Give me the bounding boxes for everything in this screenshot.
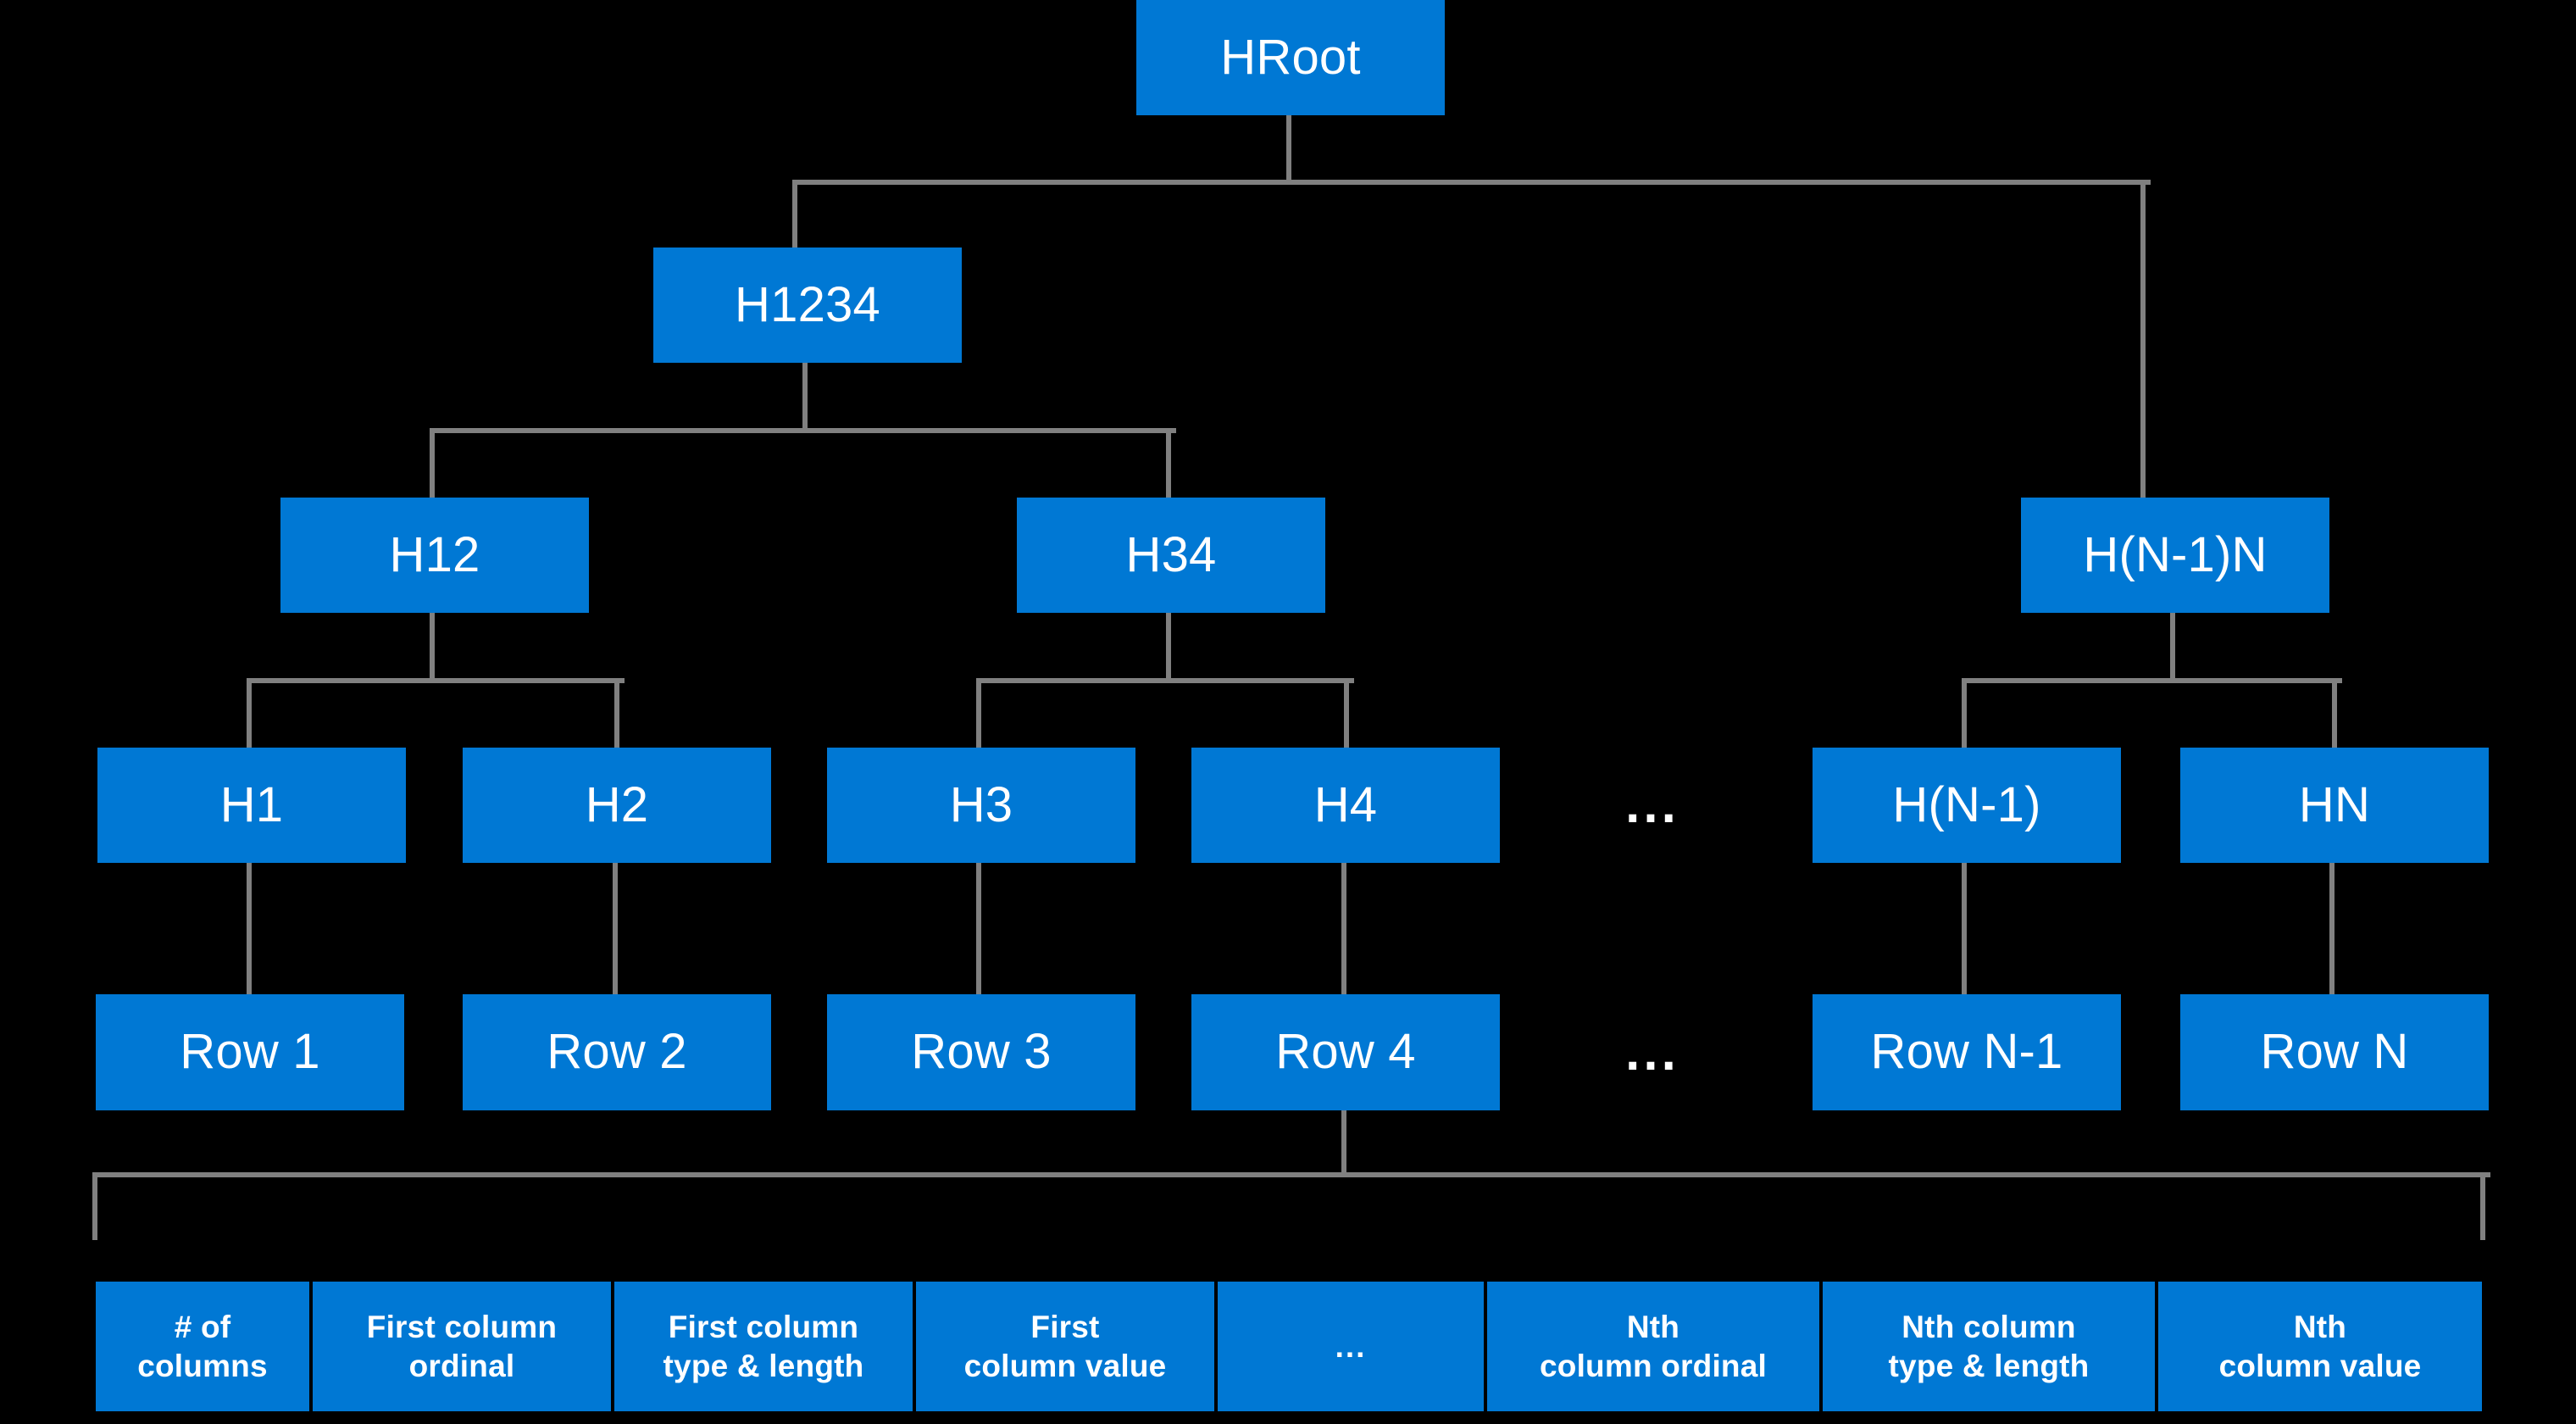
field-box-label: First column ordinal <box>366 1310 558 1383</box>
field-box-nth-ordinal[interactable]: Nth column ordinal <box>1487 1282 1819 1411</box>
node-h1[interactable]: H1 <box>97 748 406 863</box>
connector-hn1n-bar <box>1962 678 2342 683</box>
connector-h1234-stem <box>802 360 808 428</box>
field-box-label: Nth column value <box>2218 1310 2422 1383</box>
connector-h12-drop-left <box>247 678 252 748</box>
node-row-4[interactable]: Row 4 <box>1191 994 1500 1110</box>
connector-hn1n-drop-right <box>2332 678 2337 748</box>
connector-h12-bar <box>247 678 625 683</box>
connector-root-drop-right <box>2140 180 2146 498</box>
field-box-label: Nth column type & length <box>1888 1310 2090 1383</box>
field-box-label: ... <box>1335 1328 1367 1364</box>
connector-h1234-drop-right <box>1166 428 1171 498</box>
connector-leaf-to-row-4 <box>1341 863 1346 997</box>
connector-h34-drop-right <box>1344 678 1349 748</box>
connector-leaf-to-row-6 <box>2329 863 2334 997</box>
field-box-nth-type[interactable]: Nth column type & length <box>1823 1282 2155 1411</box>
connector-leaf-to-row-2 <box>613 863 618 997</box>
field-box-label: First column type & length <box>663 1310 864 1383</box>
node-hn[interactable]: HN <box>2180 748 2489 863</box>
field-box-label: # of columns <box>137 1310 268 1383</box>
node-hn-minus-1[interactable]: H(N-1) <box>1813 748 2121 863</box>
node-h1234[interactable]: H1234 <box>653 248 962 363</box>
field-box-first-value[interactable]: First column value <box>916 1282 1214 1411</box>
connector-root-stem <box>1286 113 1291 185</box>
connector-h12-drop-right <box>614 678 619 748</box>
node-hn1n[interactable]: H(N-1)N <box>2021 498 2329 613</box>
connector-fields-drop-right <box>2480 1172 2485 1240</box>
field-box-label: First column value <box>963 1310 1167 1383</box>
connector-fields-bar <box>92 1172 2490 1177</box>
node-h34[interactable]: H34 <box>1017 498 1325 613</box>
node-h4[interactable]: H4 <box>1191 748 1500 863</box>
connector-h1234-bar <box>430 428 1176 433</box>
connector-leaf-to-row-3 <box>976 863 981 997</box>
node-row-3[interactable]: Row 3 <box>827 994 1135 1110</box>
field-box-label: Nth column ordinal <box>1540 1310 1767 1383</box>
connector-leaf-to-row-5 <box>1962 863 1967 997</box>
field-box-num-columns[interactable]: # of columns <box>96 1282 309 1411</box>
node-row-n[interactable]: Row N <box>2180 994 2489 1110</box>
node-row-n-minus-1[interactable]: Row N-1 <box>1813 994 2121 1110</box>
field-box-first-ordinal[interactable]: First column ordinal <box>313 1282 611 1411</box>
field-box-field-ellipsis[interactable]: ... <box>1218 1282 1484 1411</box>
connector-h12-stem <box>430 610 435 678</box>
connector-root-drop-left <box>792 180 797 248</box>
connector-hn1n-stem <box>2170 610 2175 678</box>
data-row-ellipsis: ... <box>1625 1022 1679 1082</box>
hash-row-ellipsis: ... <box>1625 776 1679 834</box>
connector-hn1n-drop-left <box>1962 678 1967 748</box>
node-h3[interactable]: H3 <box>827 748 1135 863</box>
node-h2[interactable]: H2 <box>463 748 771 863</box>
node-hroot[interactable]: HRoot <box>1136 0 1445 115</box>
node-row-1[interactable]: Row 1 <box>96 994 404 1110</box>
field-box-nth-value[interactable]: Nth column value <box>2158 1282 2482 1411</box>
connector-leaf-to-row-1 <box>247 863 252 997</box>
connector-h34-bar <box>976 678 1354 683</box>
connector-h1234-drop-left <box>430 428 435 498</box>
connector-fields-drop-left <box>92 1172 97 1240</box>
connector-h34-stem <box>1166 610 1171 678</box>
node-h12[interactable]: H12 <box>280 498 589 613</box>
connector-h34-drop-left <box>976 678 981 748</box>
connector-row4-stem <box>1341 1108 1346 1176</box>
field-box-first-type[interactable]: First column type & length <box>614 1282 913 1411</box>
node-row-2[interactable]: Row 2 <box>463 994 771 1110</box>
connector-root-bar <box>792 180 2151 185</box>
